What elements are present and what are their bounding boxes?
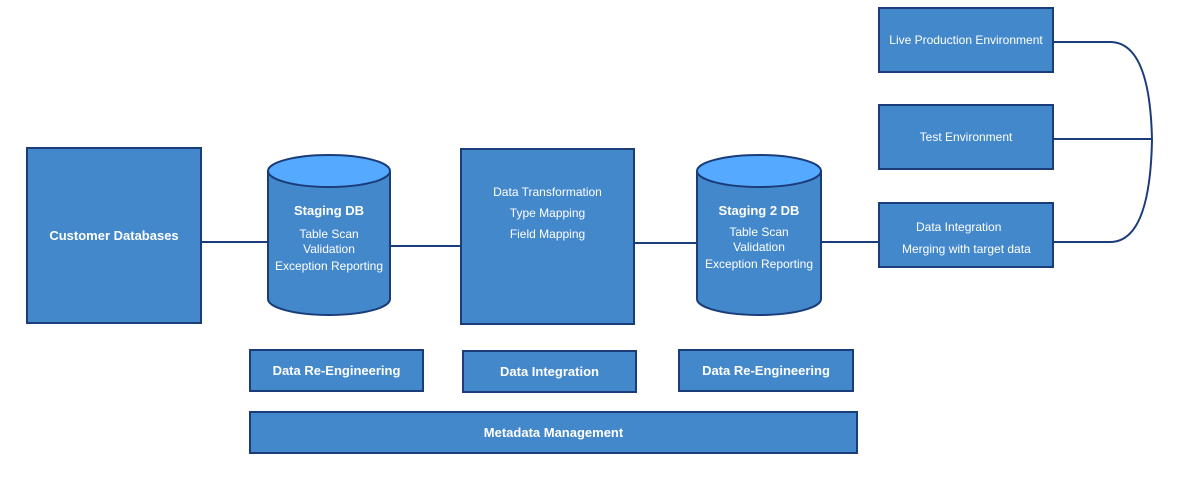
test-environment-label: Test Environment [919, 130, 1013, 144]
live-production-box: Live Production Environment [878, 7, 1054, 73]
data-transformation-box: Data Transformation Type Mapping Field M… [460, 148, 635, 325]
target-integration-line: Merging with target data [902, 242, 1031, 256]
data-reengineering-label-1: Data Re-Engineering [272, 363, 401, 378]
staging-db-line: Exception Reporting [274, 259, 384, 273]
data-reengineering-label-2: Data Re-Engineering [702, 363, 830, 378]
staging2-db-line: Exception Reporting [704, 257, 814, 271]
transformation-line: Type Mapping [509, 206, 586, 220]
data-integration-box: Data Integration [462, 350, 637, 393]
target-integration-line: Data Integration [916, 220, 1002, 234]
data-integration-label: Data Integration [500, 364, 599, 379]
staging-db-text: Staging DB Table Scan Validation Excepti… [268, 203, 390, 275]
staging-db-line: Table Scan [299, 227, 359, 241]
transformation-line: Field Mapping [509, 227, 586, 241]
data-reengineering-box-2: Data Re-Engineering [678, 349, 854, 392]
transformation-line: Data Transformation [493, 185, 602, 199]
staging2-db-line: Validation [733, 240, 785, 254]
customer-databases-box: Customer Databases [26, 147, 202, 324]
staging2-db-cylinder [696, 154, 822, 316]
connector-environment-bracket [1053, 41, 1154, 243]
metadata-management-label: Metadata Management [483, 425, 624, 440]
test-environment-box: Test Environment [878, 104, 1054, 170]
staging2-db-line: Table Scan [729, 225, 789, 239]
staging2-db-text: Staging 2 DB Table Scan Validation Excep… [697, 203, 821, 273]
target-integration-box: Data Integration Merging with target dat… [878, 202, 1054, 268]
staging-db-line: Validation [303, 242, 355, 256]
data-reengineering-box-1: Data Re-Engineering [249, 349, 424, 392]
metadata-management-box: Metadata Management [249, 411, 858, 454]
staging-db-title: Staging DB [293, 203, 365, 218]
customer-databases-label: Customer Databases [49, 228, 179, 243]
live-production-label: Live Production Environment [889, 33, 1043, 47]
staging-db-cylinder [267, 154, 391, 316]
staging2-db-title: Staging 2 DB [718, 203, 800, 218]
